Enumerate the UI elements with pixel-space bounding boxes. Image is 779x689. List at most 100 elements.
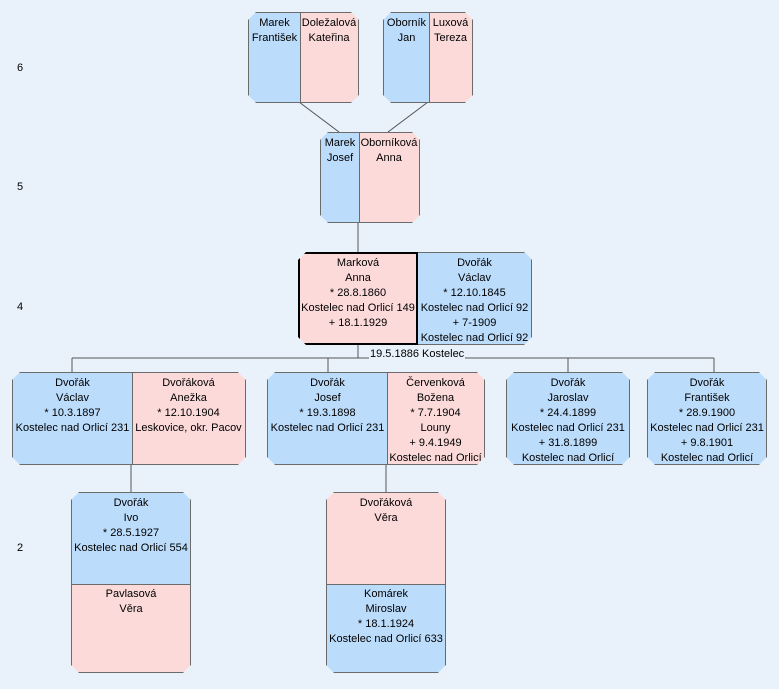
birth-date: * 28.8.1860 bbox=[329, 287, 387, 299]
surname: Dvořáková bbox=[162, 377, 215, 389]
death-date: + 9.8.1901 bbox=[680, 437, 734, 449]
person-cervenkova-bozena[interactable]: Červenková Božena * 7.7.1904 Louny + 9.4… bbox=[387, 373, 484, 464]
birth-date: * 12.10.1845 bbox=[443, 287, 506, 299]
given-name: Tereza bbox=[433, 32, 468, 44]
given-name: Božena bbox=[416, 392, 455, 404]
person-dvorak-frantisek[interactable]: Dvořák František * 28.9.1900 Kostelec na… bbox=[648, 373, 766, 464]
couple-card-obornik-luxova[interactable]: Oborník Jan Luxová Tereza bbox=[383, 12, 473, 103]
couple-card-marek-dolezalova[interactable]: Marek František Doležalová Kateřina bbox=[248, 12, 359, 103]
death-place: Kostelec nad Orlicí 92 bbox=[420, 332, 529, 344]
marriage-info: 19.5.1886 Kostelec bbox=[369, 348, 466, 360]
given-name: Václav bbox=[457, 272, 492, 284]
person-card-jaroslav[interactable]: Dvořák Jaroslav * 24.4.1899 Kostelec nad… bbox=[506, 372, 630, 465]
person-dvorak-jaroslav[interactable]: Dvořák Jaroslav * 24.4.1899 Kostelec nad… bbox=[507, 373, 629, 464]
birth-place: Kostelec nad Orlicí 149 bbox=[301, 302, 415, 314]
card-divider bbox=[429, 13, 430, 102]
death-date: + 18.1.1929 bbox=[328, 317, 388, 329]
couple-card-vaclav-anezka[interactable]: Dvořák Václav * 10.3.1897 Kostelec nad O… bbox=[12, 372, 246, 465]
surname: Červenková bbox=[406, 377, 465, 389]
surname: Doležalová bbox=[301, 17, 357, 29]
card-divider bbox=[132, 373, 133, 464]
birth-place: Kostelec nad Orlicí 92 bbox=[420, 302, 529, 314]
couple-card-josef-bozena[interactable]: Dvořák Josef * 19.3.1898 Kostelec nad Or… bbox=[267, 372, 485, 465]
given-name: Anna bbox=[376, 152, 402, 164]
birth-place: Kostelec nad Orlicí 231 bbox=[650, 422, 764, 434]
person-pavlasova-vera[interactable]: Pavlasová Věra bbox=[72, 584, 190, 672]
given-name: Ivo bbox=[123, 512, 139, 524]
surname: Dvořák bbox=[310, 377, 345, 389]
birth-date: * 10.3.1897 bbox=[44, 407, 101, 419]
line-gp-marek-to-parents bbox=[298, 101, 340, 133]
given-name: Václav bbox=[55, 392, 90, 404]
person-komarek-miroslav[interactable]: Komárek Miroslav * 18.1.1924 Kostelec na… bbox=[327, 584, 445, 672]
given-name: Anežka bbox=[170, 392, 207, 404]
generation-label-5: 5 bbox=[16, 181, 24, 193]
person-luxova-tereza[interactable]: Luxová Tereza bbox=[429, 13, 472, 102]
birth-date: * 18.1.1924 bbox=[357, 618, 415, 630]
given-name: Věra bbox=[374, 512, 398, 524]
birth-date: * 12.10.1904 bbox=[157, 407, 220, 419]
couple-card-marek-obornikova[interactable]: Marek Josef Oborníková Anna bbox=[320, 132, 420, 223]
person-dvorak-ivo[interactable]: Dvořák Ivo * 28.5.1927 Kostelec nad Orli… bbox=[72, 493, 190, 584]
person-dvorak-vaclav[interactable]: Dvořák Václav * 10.3.1897 Kostelec nad O… bbox=[13, 373, 132, 464]
birth-place: Kostelec nad Orlicí 554 bbox=[74, 542, 188, 554]
couple-card-ivo-pavlasova[interactable]: Dvořák Ivo * 28.5.1927 Kostelec nad Orli… bbox=[71, 492, 191, 673]
person-card-frantisek[interactable]: Dvořák František * 28.9.1900 Kostelec na… bbox=[647, 372, 767, 465]
death-place: Kostelec nad Orlicí bbox=[660, 452, 754, 464]
card-divider bbox=[359, 133, 360, 222]
card-divider bbox=[387, 373, 388, 464]
couple-card-vera-komarek[interactable]: Dvořáková Věra Komárek Miroslav * 18.1.1… bbox=[326, 492, 446, 673]
person-marek-frantisek[interactable]: Marek František bbox=[249, 13, 300, 102]
birth-place: Kostelec nad Orlicí 231 bbox=[511, 422, 625, 434]
given-name: František bbox=[251, 32, 298, 44]
death-date: + 7-1909 bbox=[452, 317, 497, 329]
surname: Pavlasová bbox=[105, 588, 157, 600]
corner-marker-icon bbox=[524, 252, 532, 260]
surname: Marek bbox=[259, 17, 290, 29]
birth-date: * 7.7.1904 bbox=[410, 407, 461, 419]
couple-card-markova-dvorak[interactable]: Marková Anna * 28.8.1860 Kostelec nad Or… bbox=[298, 252, 532, 345]
given-name: Věra bbox=[119, 603, 143, 615]
birth-date: * 24.4.1899 bbox=[539, 407, 597, 419]
death-date: + 31.8.1899 bbox=[538, 437, 598, 449]
given-name: Kateřina bbox=[308, 32, 350, 44]
birth-date: * 28.9.1900 bbox=[678, 407, 736, 419]
given-name: Jan bbox=[397, 32, 416, 44]
surname: Dvořák bbox=[457, 257, 492, 269]
surname: Dvořák bbox=[689, 377, 725, 389]
surname: Dvořák bbox=[113, 497, 149, 509]
line-gp-obornik-to-parents bbox=[387, 101, 429, 133]
person-marek-josef[interactable]: Marek Josef bbox=[321, 133, 359, 222]
surname: Luxová bbox=[432, 17, 469, 29]
person-obornikova-anna[interactable]: Oborníková Anna bbox=[359, 133, 419, 222]
person-dvorakova-vera[interactable]: Dvořáková Věra bbox=[327, 493, 445, 584]
given-name: Josef bbox=[314, 392, 341, 404]
surname: Komárek bbox=[363, 588, 409, 600]
card-divider bbox=[300, 13, 301, 102]
death-place: Kostelec nad Orlicí bbox=[389, 452, 482, 464]
person-dvorakova-anezka[interactable]: Dvořáková Anežka * 12.10.1904 Leskovice,… bbox=[132, 373, 245, 464]
card-divider bbox=[327, 584, 445, 585]
death-date: + 9.4.1949 bbox=[409, 437, 462, 449]
person-obornik-jan[interactable]: Oborník Jan bbox=[384, 13, 429, 102]
person-markova-anna[interactable]: Marková Anna * 28.8.1860 Kostelec nad Or… bbox=[298, 252, 418, 345]
given-name: František bbox=[684, 392, 730, 404]
birth-place: Kostelec nad Orlicí 633 bbox=[329, 633, 443, 645]
birth-place: Kostelec nad Orlicí 231 bbox=[15, 422, 130, 434]
birth-place: Leskovice, okr. Pacov bbox=[135, 422, 242, 434]
generation-label-4: 4 bbox=[16, 301, 24, 313]
surname: Marková bbox=[336, 257, 380, 269]
person-dvorak-josef[interactable]: Dvořák Josef * 19.3.1898 Kostelec nad Or… bbox=[268, 373, 387, 464]
surname: Oborníková bbox=[360, 137, 418, 149]
generation-label-6: 6 bbox=[16, 62, 24, 74]
birth-place: Louny bbox=[420, 422, 451, 434]
person-dvorak-vaclav-sr[interactable]: Dvořák Václav * 12.10.1845 Kostelec nad … bbox=[418, 252, 532, 345]
person-dolezalova-katerina[interactable]: Doležalová Kateřina bbox=[300, 13, 358, 102]
given-name: Jaroslav bbox=[547, 392, 589, 404]
card-divider bbox=[72, 584, 190, 585]
surname: Dvořáková bbox=[359, 497, 413, 509]
surname: Marek bbox=[324, 137, 356, 149]
death-place: Kostelec nad Orlicí bbox=[521, 452, 615, 464]
birth-date: * 28.5.1927 bbox=[102, 527, 160, 539]
surname: Dvořák bbox=[55, 377, 90, 389]
